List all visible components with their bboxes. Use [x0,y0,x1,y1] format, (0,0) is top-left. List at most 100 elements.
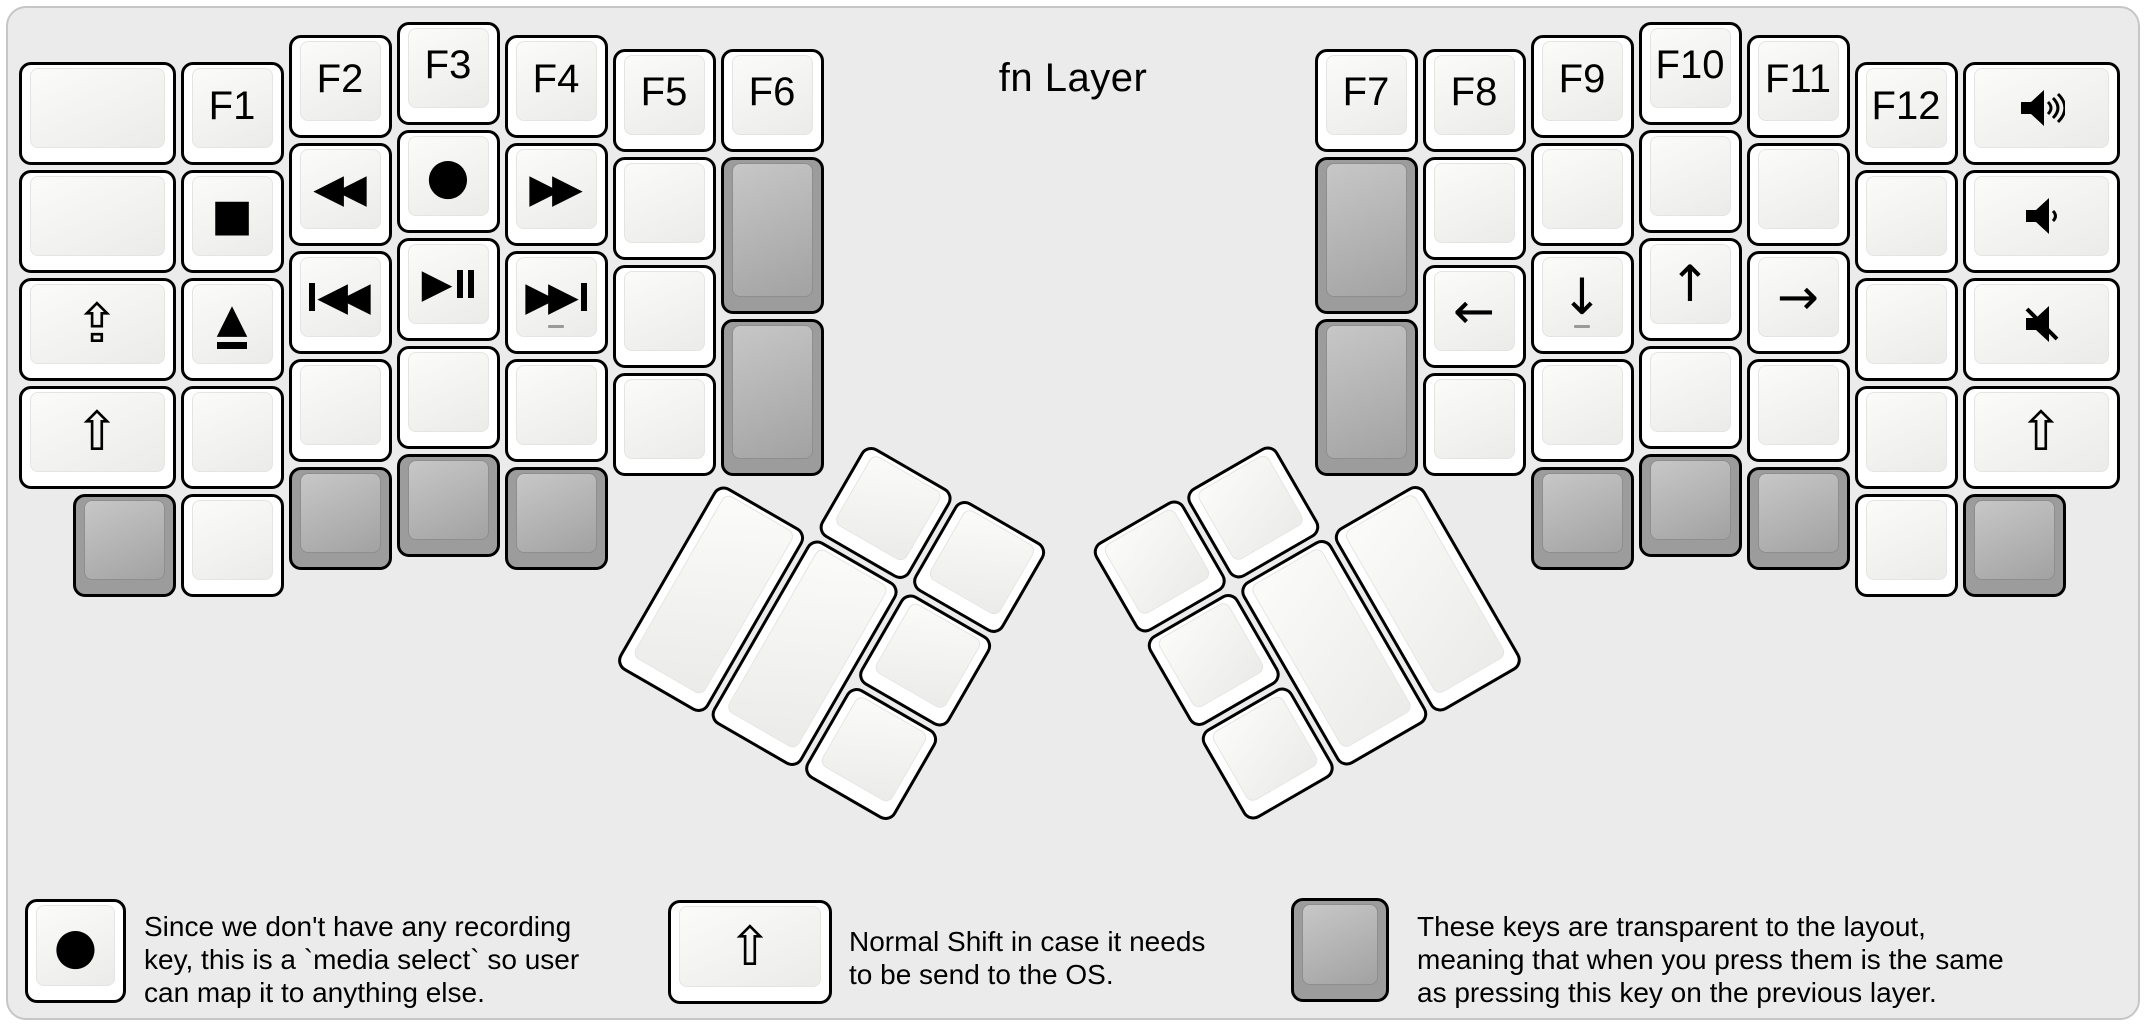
keytop [1865,392,1947,472]
keytop [1302,904,1378,985]
key-blank[interactable] [1422,156,1526,260]
key-transparent[interactable] [504,467,608,570]
key-blank[interactable] [288,359,392,462]
key-f4[interactable]: F4 [504,35,608,138]
key-caps-lock[interactable]: ⇪ [18,278,176,381]
key-f1[interactable]: F1 [180,62,284,165]
legend-text-line: can map it to anything else. [144,977,485,1008]
keytop [29,176,165,256]
key-transparent[interactable] [72,494,176,597]
keytop: ← [1433,270,1515,351]
key-transparent[interactable] [1314,318,1418,476]
homing-bar-icon [548,325,564,328]
key-blank[interactable] [1422,372,1526,476]
key-blank[interactable] [1854,278,1958,381]
key-blank[interactable] [1854,494,1958,597]
key-transparent[interactable] [720,156,824,314]
key-transparent[interactable] [1746,467,1850,570]
keytop [623,270,705,351]
key-f3[interactable]: F3 [396,21,500,125]
key-label: F10 [1655,43,1725,87]
key-blank[interactable] [612,156,716,260]
keytop [299,365,381,445]
key-blank[interactable] [612,264,716,368]
key-blank[interactable] [396,345,500,449]
key-blank[interactable] [1530,359,1634,462]
keytop: F7 [1325,54,1407,135]
legend-text: These keys are transparent to the layout… [1417,910,2004,1009]
key-blank[interactable] [504,359,608,462]
keytop: F5 [623,54,705,135]
key-blank[interactable] [180,494,284,597]
arrow-down-icon: ↓ [1561,268,1603,326]
key-blank[interactable] [18,170,176,273]
key-media-select-record[interactable]: ● [396,129,500,233]
key-blank[interactable] [1530,143,1634,246]
legend-text-line: Normal Shift in case it needs [849,926,1206,957]
key-blank[interactable] [180,386,284,489]
keytop [1541,473,1623,553]
key-f10[interactable]: F10 [1638,21,1742,125]
stop-icon: ■ [211,190,253,241]
key-mute[interactable] [1962,278,2120,381]
keytop: F11 [1757,41,1839,121]
key-eject[interactable]: ▲ [180,278,284,381]
key-shift-left[interactable]: ⇧ [18,386,176,489]
key-label: F8 [1450,70,1498,114]
keytop: F9 [1541,41,1623,121]
record-icon: ● [426,146,470,205]
keytop [1757,149,1839,229]
key-blank[interactable] [1746,359,1850,462]
key-f11[interactable]: F11 [1746,35,1850,138]
key-f5[interactable]: F5 [612,48,716,152]
key-shift-right[interactable]: ⇧ [1962,386,2120,489]
key-arrow-up[interactable]: ↑ [1638,237,1742,341]
key-fast-forward[interactable]: ▶▶ [504,143,608,246]
key-f8[interactable]: F8 [1422,48,1526,152]
next-track-icon: ▶▶ [525,277,587,317]
legend-text-line: to be send to the OS. [849,959,1114,990]
key-f7[interactable]: F7 [1314,48,1418,152]
key-transparent[interactable] [1314,156,1418,314]
key-rewind[interactable]: ◀◀ [288,143,392,246]
key-arrow-right[interactable]: → [1746,251,1850,354]
key-blank[interactable] [612,372,716,476]
keytop: ⇧ [29,392,165,472]
key-arrow-down[interactable]: ↓ [1530,251,1634,354]
keytop [407,351,489,432]
keytop [1865,176,1947,256]
keytop: ● [36,905,115,986]
key-label: F9 [1558,56,1606,101]
key-f2[interactable]: F2 [288,35,392,138]
key-f6[interactable]: F6 [720,48,824,152]
key-blank[interactable] [1746,143,1850,246]
caps-lock-icon: ⇪ [74,292,120,355]
key-arrow-left[interactable]: ← [1422,264,1526,368]
keytop: F6 [731,54,813,135]
key-transparent[interactable] [1530,467,1634,570]
key-blank[interactable] [1854,386,1958,489]
keytop [1325,162,1407,297]
key-blank[interactable] [1638,345,1742,449]
key-prev-track[interactable]: ◀◀ [288,251,392,354]
key-blank[interactable] [18,62,176,165]
key-volume-up[interactable] [1962,62,2120,165]
key-f12[interactable]: F12 [1854,62,1958,165]
keytop: ↓ [1541,257,1623,337]
key-f9[interactable]: F9 [1530,35,1634,138]
key-transparent[interactable] [1962,494,2066,597]
key-next-track[interactable]: ▶▶ [504,251,608,354]
key-volume-down[interactable] [1962,170,2120,273]
key-transparent[interactable] [720,318,824,476]
key-transparent[interactable] [1638,453,1742,557]
key-transparent[interactable] [288,467,392,570]
key-stop[interactable]: ■ [180,170,284,273]
key-play-pause[interactable]: ▶ [396,237,500,341]
key-blank[interactable] [1854,170,1958,273]
key-transparent[interactable] [396,453,500,557]
keytop: ▶▶ [515,149,597,229]
keytop: ⇧ [679,906,821,987]
key-blank[interactable] [1638,129,1742,233]
